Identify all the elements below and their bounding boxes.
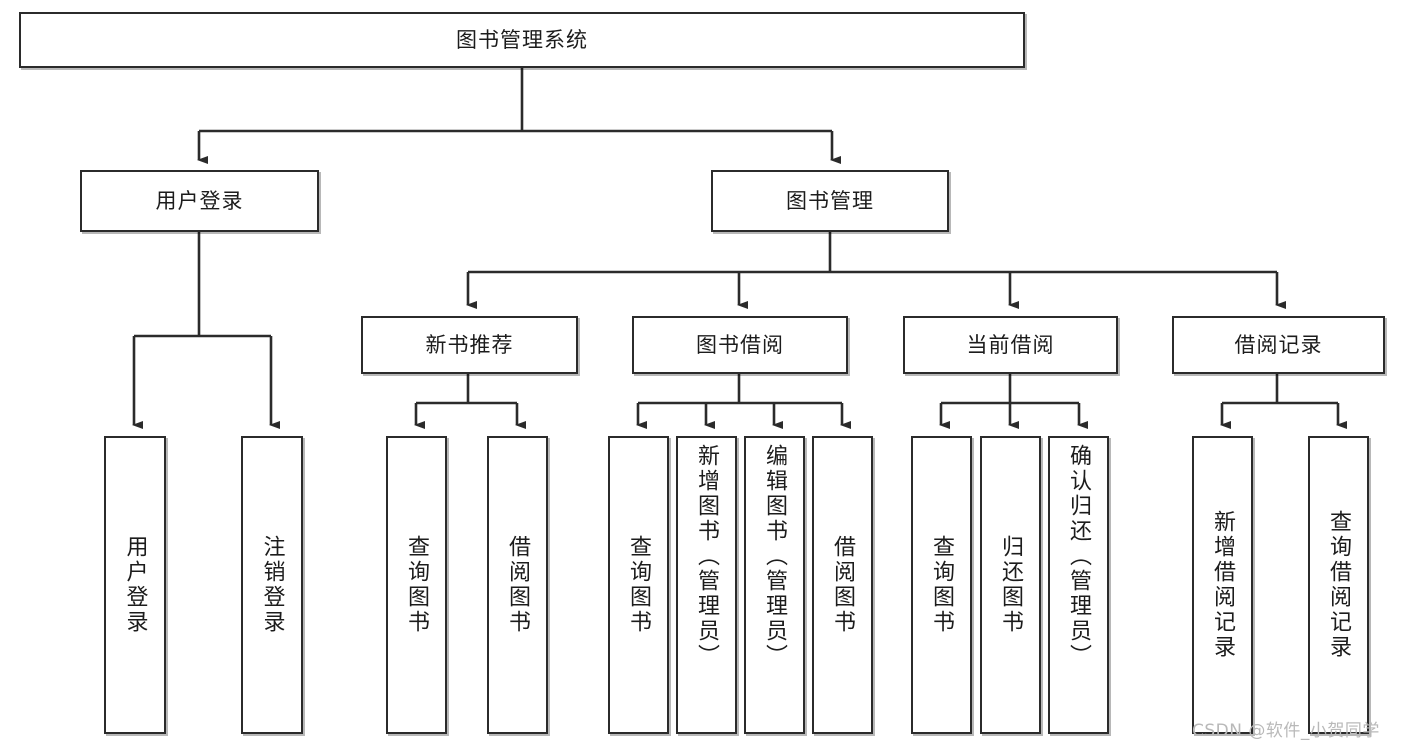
leaf-edit-book-admin[interactable]: 编辑图书（管理员）	[744, 436, 805, 734]
leaf-add-borrow-record[interactable]: 新增借阅记录	[1192, 436, 1253, 734]
node-new-book-recommend[interactable]: 新书推荐	[361, 316, 578, 374]
leaf-query-book-recommend[interactable]: 查询图书	[386, 436, 447, 734]
leaf-logout[interactable]: 注销登录	[241, 436, 303, 734]
leaf-query-borrow-record[interactable]: 查询借阅记录	[1308, 436, 1369, 734]
node-label: 查询图书	[404, 535, 430, 635]
leaf-user-login[interactable]: 用户登录	[104, 436, 166, 734]
node-label: 归还图书	[998, 535, 1024, 635]
node-label: 新增图书（管理员）	[694, 444, 720, 669]
node-label: 借阅记录	[1234, 332, 1323, 357]
leaf-borrow-book-recommend[interactable]: 借阅图书	[487, 436, 548, 734]
node-label: 借阅图书	[505, 535, 531, 635]
node-borrow-record[interactable]: 借阅记录	[1172, 316, 1385, 374]
node-label: 注销登录	[259, 535, 285, 635]
node-label: 图书借阅	[696, 332, 784, 357]
node-user-login[interactable]: 用户登录	[80, 170, 319, 232]
node-label: 查询借阅记录	[1326, 510, 1352, 660]
node-label: 图书管理系统	[456, 27, 588, 52]
node-current-borrow[interactable]: 当前借阅	[903, 316, 1118, 374]
node-label: 用户登录	[122, 535, 148, 635]
csdn-watermark: CSDN @软件_小贺同学	[1192, 721, 1380, 741]
node-label: 确认归还（管理员）	[1066, 444, 1092, 669]
node-label: 借阅图书	[830, 535, 856, 635]
node-label: 新书推荐	[425, 332, 514, 357]
node-label: 用户登录	[155, 188, 244, 213]
node-label: 查询图书	[626, 535, 652, 635]
node-book-management[interactable]: 图书管理	[711, 170, 949, 232]
node-book-borrow[interactable]: 图书借阅	[632, 316, 848, 374]
leaf-add-book-admin[interactable]: 新增图书（管理员）	[676, 436, 737, 734]
node-root-book-management-system[interactable]: 图书管理系统	[19, 12, 1025, 68]
leaf-borrow-book[interactable]: 借阅图书	[812, 436, 873, 734]
leaf-query-book-current[interactable]: 查询图书	[911, 436, 972, 734]
node-label: 当前借阅	[966, 332, 1055, 357]
node-label: 查询图书	[929, 535, 955, 635]
node-label: 图书管理	[786, 188, 874, 213]
leaf-return-book[interactable]: 归还图书	[980, 436, 1041, 734]
leaf-confirm-return-admin[interactable]: 确认归还（管理员）	[1048, 436, 1109, 734]
leaf-query-book-borrow[interactable]: 查询图书	[608, 436, 669, 734]
node-label: 新增借阅记录	[1210, 510, 1236, 660]
node-label: 编辑图书（管理员）	[762, 444, 788, 669]
